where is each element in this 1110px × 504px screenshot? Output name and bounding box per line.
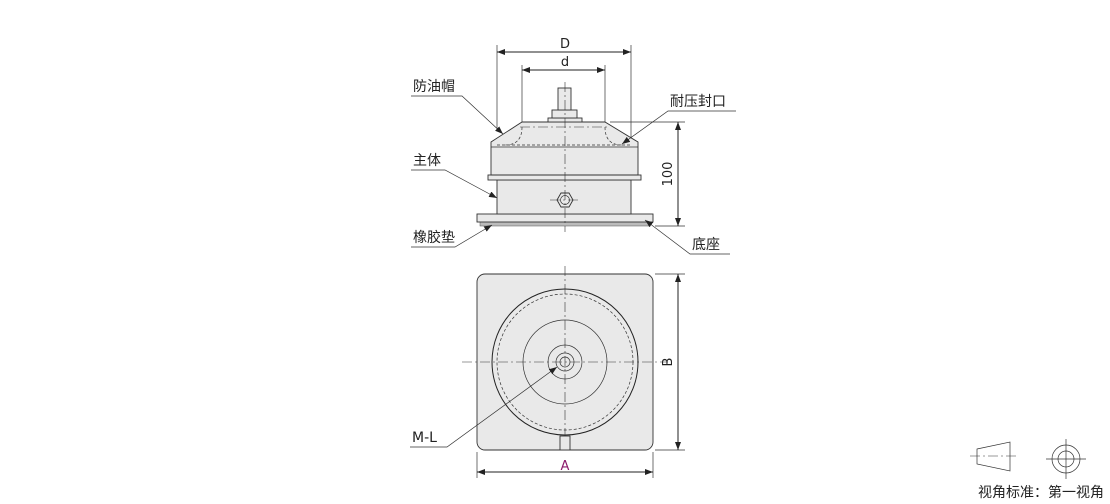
nut [551,109,578,119]
oil-cap [490,121,639,176]
dimension-B-label: B [661,358,676,367]
dimension-height-label: 100 [661,162,676,187]
front-view: D d 100 防油帽 耐压封 [411,37,736,255]
threaded-stud [557,87,572,111]
view-marker-A: A [561,459,570,474]
bottom-view: B A M-L [410,266,685,478]
callout-oil-cap: 防油帽 [413,79,455,95]
callout-rubber-pad: 橡胶垫 [413,229,455,246]
callout-main-body: 主体 [413,153,441,169]
callout-pressure-seal: 耐压封口 [670,94,726,110]
dimension-d-label: d [561,55,569,70]
callout-base: 底座 [692,237,720,253]
drain-knob [559,435,571,451]
body-flange [487,174,642,181]
projection-note: 视角标准：第一视角 [978,484,1104,501]
callout-thread: M-L [412,430,437,446]
projection-symbol: 视角标准：第一视角 [970,439,1104,501]
dimension-D-label: D [560,37,570,52]
